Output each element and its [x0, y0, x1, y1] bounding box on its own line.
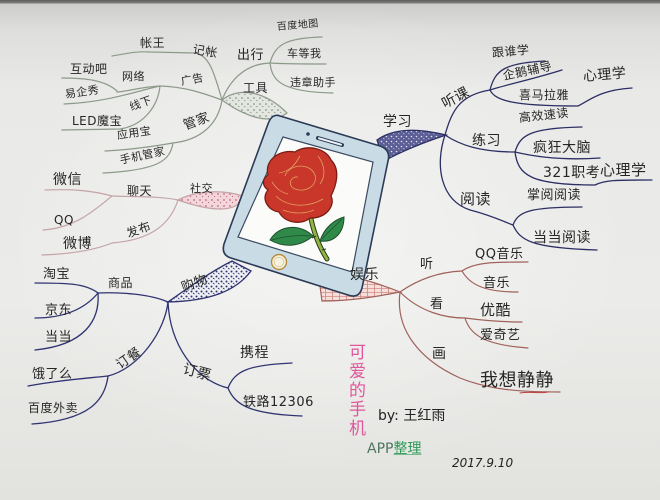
drawing-title: 可爱的手机 — [345, 343, 365, 438]
subtitle-suffix: 整理 — [393, 441, 422, 457]
leaf-psychology-2: 心理学 — [600, 161, 647, 179]
node-online: 网络 — [122, 70, 145, 83]
leaf-zhangyue: 掌阅阅读 — [527, 188, 582, 203]
leaf-dangdang-reading: 当当阅读 — [533, 230, 591, 246]
leaf-music: 音乐 — [483, 276, 511, 291]
drawing-date: 2017.9.10 — [452, 456, 514, 470]
leaf-321-exam: 321职考 — [543, 165, 601, 181]
camera-icon — [306, 132, 310, 136]
subtitle-note: APP整理 — [367, 442, 421, 456]
node-listen: 听 — [420, 257, 434, 272]
leaf-iqiyi: 爱奇艺 — [480, 328, 521, 343]
node-tools: 工具 — [243, 81, 269, 95]
leaf-dangdang: 当当 — [45, 330, 73, 345]
author-credit: by: 王红雨 — [378, 408, 446, 424]
leaf-railway-12306: 铁路12306 — [243, 395, 314, 410]
leaf-che-deng-wo: 车等我 — [287, 47, 322, 60]
node-study: 学习 — [383, 114, 412, 130]
leaf-eleme: 饿了么 — [32, 367, 73, 382]
node-entertainment: 娱乐 — [350, 267, 379, 283]
leaf-genshuixue: 跟谁学 — [491, 42, 530, 60]
speaker-icon — [318, 137, 342, 146]
node-practice: 练习 — [472, 133, 501, 149]
leaf-crazy-brain: 疯狂大脑 — [533, 140, 591, 156]
node-goods: 商品 — [108, 276, 134, 290]
leaf-psychology-1: 心理学 — [582, 65, 628, 85]
node-chat: 聊天 — [127, 184, 153, 198]
leaf-hudongba: 互动吧 — [70, 62, 108, 76]
leaf-ximalaya: 喜马拉雅 — [519, 88, 570, 102]
branch-study — [376, 60, 653, 251]
leaf-baidu-waimai: 百度外卖 — [28, 401, 79, 415]
tools-connector-bubble — [221, 91, 288, 120]
leaf-zhangwang: 帐王 — [140, 36, 166, 50]
subtitle-prefix: APP — [367, 441, 394, 457]
node-draw: 画 — [432, 346, 447, 362]
node-reading: 阅读 — [460, 190, 492, 208]
leaf-weizhang-helper: 违章助手 — [290, 76, 336, 89]
leaf-weibo: 微博 — [63, 236, 92, 252]
leaf-taobao: 淘宝 — [43, 267, 71, 282]
node-social: 社交 — [190, 182, 213, 195]
leaf-jd: 京东 — [45, 303, 73, 318]
node-travel: 出行 — [237, 48, 265, 63]
branch-tools — [61, 36, 334, 174]
leaf-wechat: 微信 — [53, 172, 82, 188]
leaf-youku: 优酷 — [480, 301, 512, 319]
node-watch: 看 — [430, 297, 444, 312]
branch-shopping — [27, 260, 303, 425]
rose-icon — [262, 147, 345, 262]
leaf-wo-xiang-jingjing: 我想静静 — [480, 370, 554, 391]
shopping-connector-bubble — [165, 260, 252, 303]
leaf-qq: QQ — [54, 213, 74, 227]
leaf-ctrip: 携程 — [240, 345, 269, 361]
home-button-icon — [270, 253, 288, 271]
leaf-led-mobao: LED魔宝 — [72, 114, 123, 128]
leaf-qq-music: QQ音乐 — [475, 247, 524, 262]
